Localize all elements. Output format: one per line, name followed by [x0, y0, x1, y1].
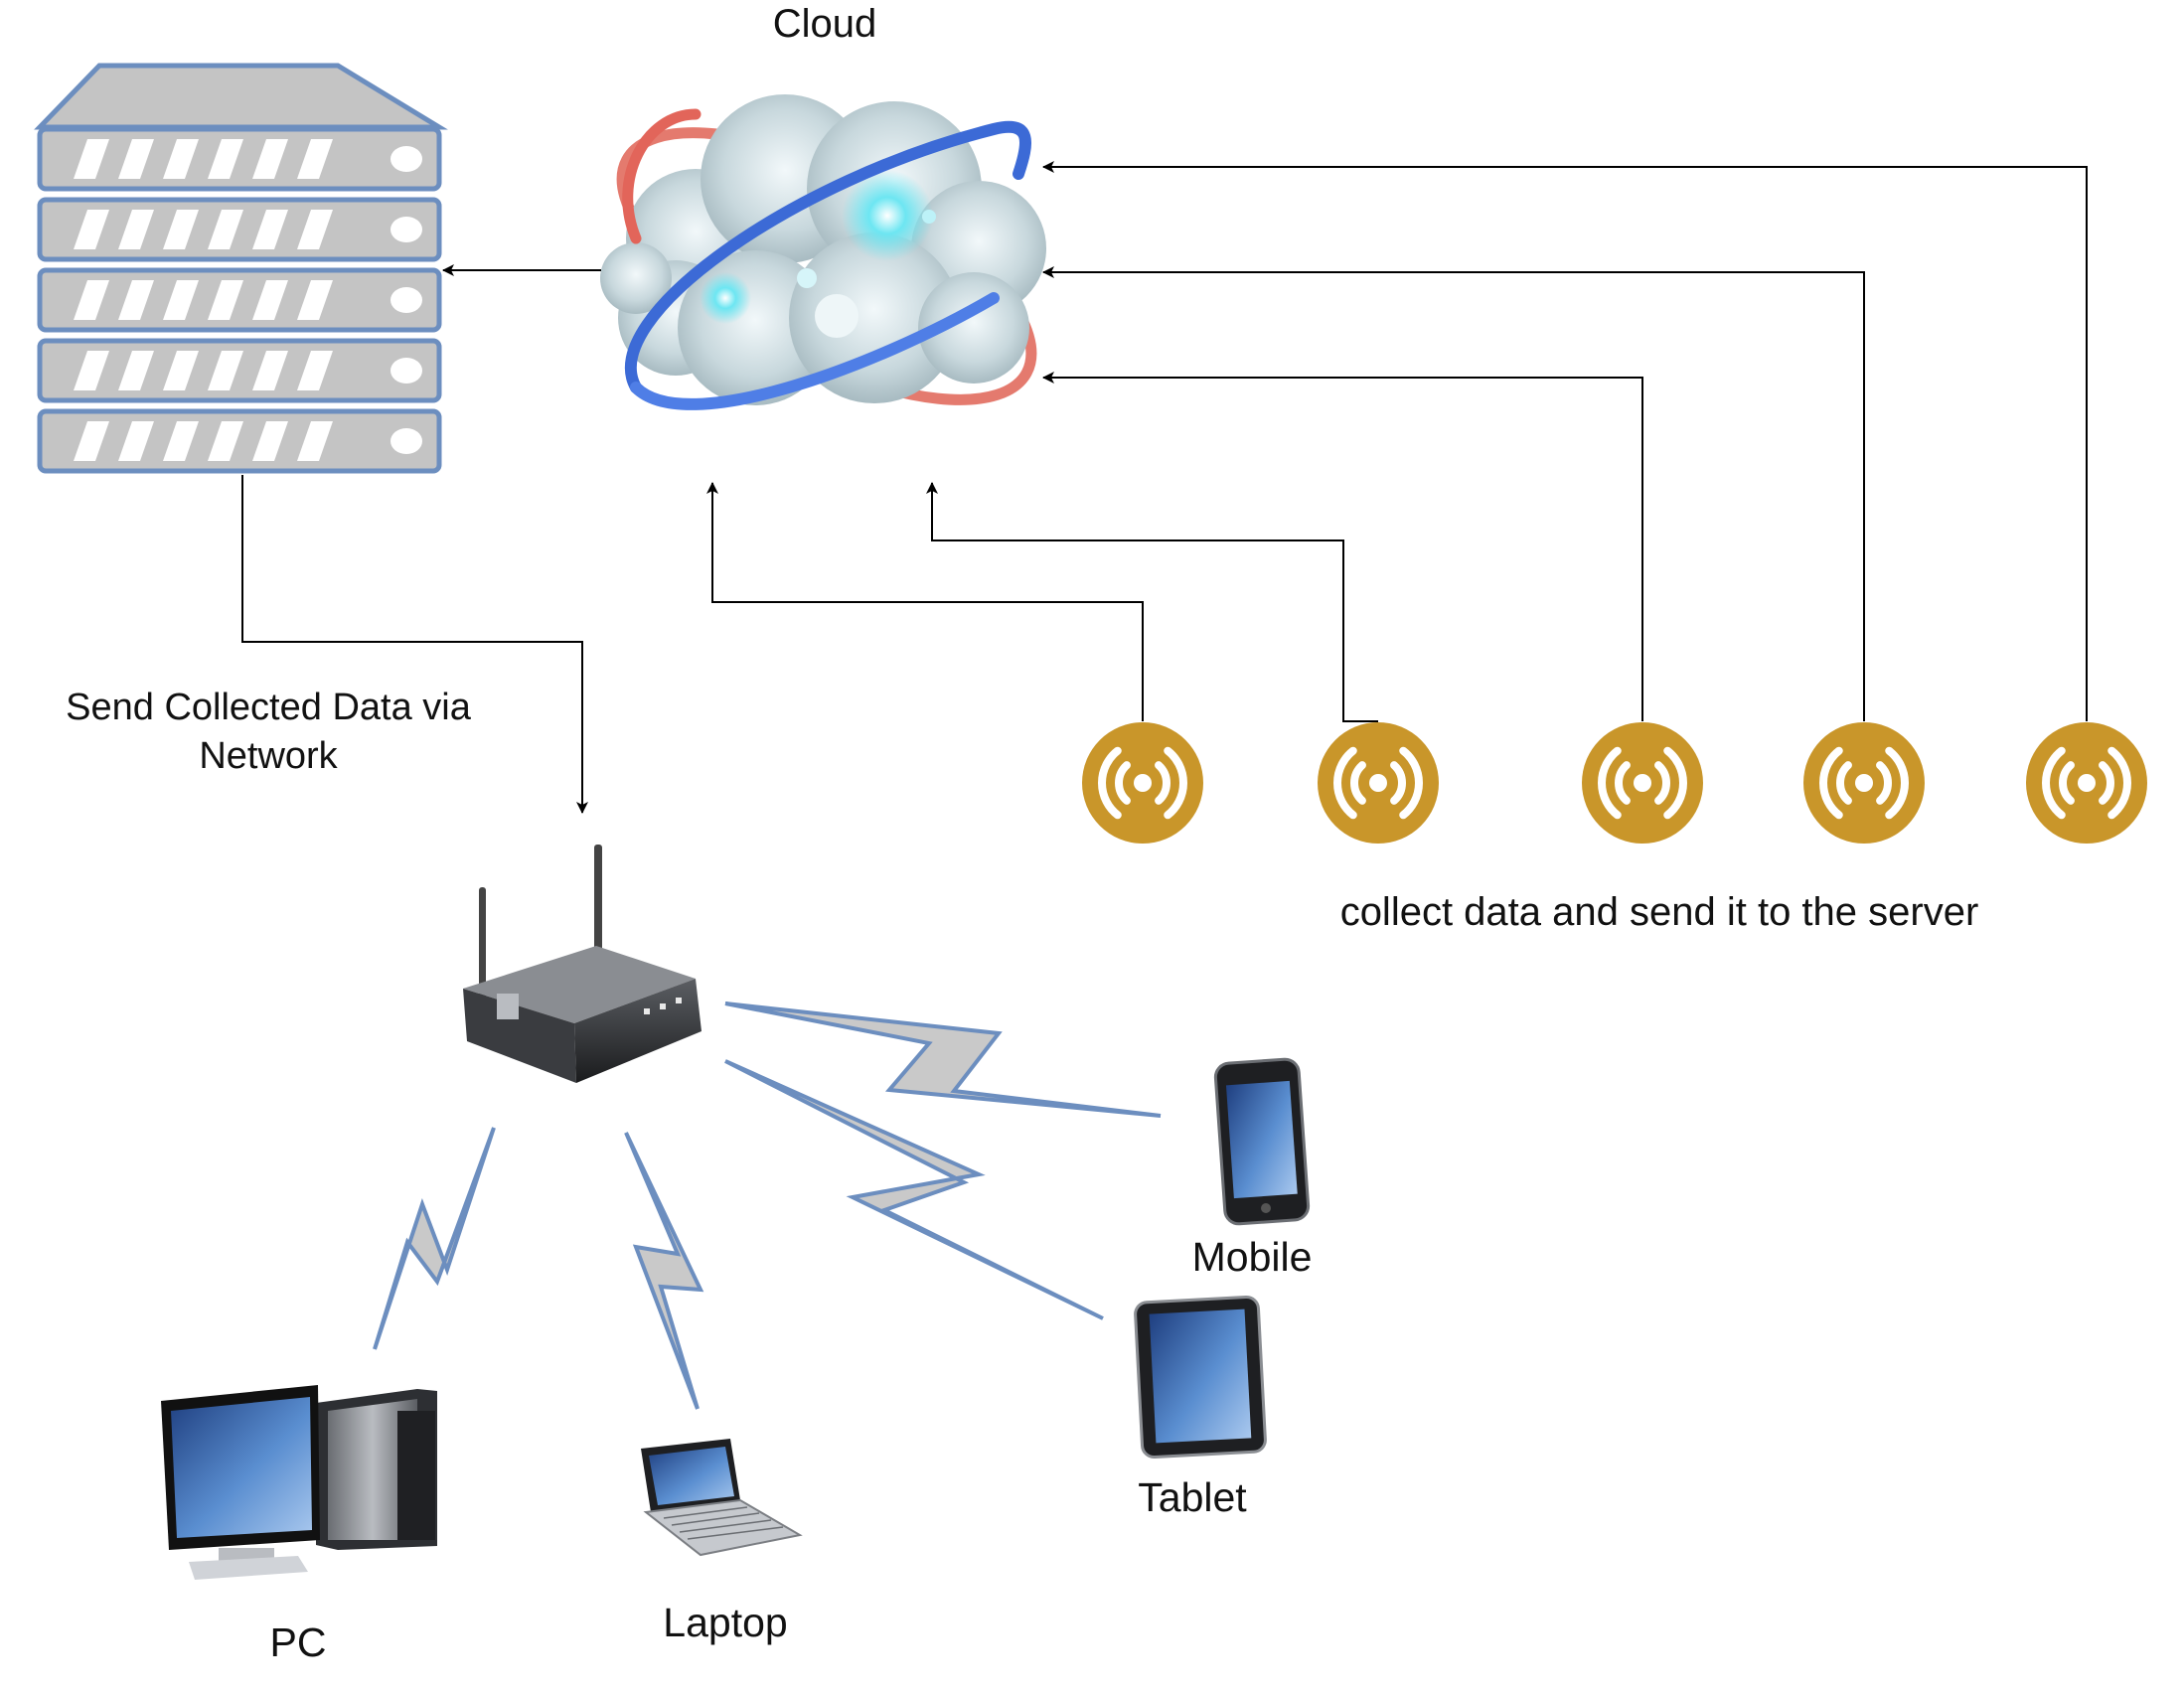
sensor-4-link	[1042, 266, 1865, 721]
wireless-router-icon	[463, 845, 702, 1083]
sensor-5-link	[1042, 161, 2088, 721]
collect-data-label: collect data and send it to the server	[1339, 890, 1979, 934]
send-collected-data-label: Send Collected Data via Network	[66, 687, 471, 777]
cloud-label: Cloud	[772, 2, 877, 46]
server-unit	[37, 267, 442, 333]
wireless-sensor-icon	[1582, 722, 1703, 844]
smartphone-icon	[1213, 1057, 1311, 1226]
pc-label: PC	[269, 1619, 327, 1665]
server-units	[37, 126, 442, 474]
lightning-bolt-tablet	[724, 1059, 1104, 1320]
server-to-router-arrow	[241, 475, 588, 814]
server-unit	[37, 338, 442, 403]
server-unit	[37, 126, 442, 192]
server-rack-icon	[34, 63, 448, 474]
wireless-sensor-icon	[1082, 722, 1203, 844]
laptop-icon	[641, 1439, 803, 1557]
lightning-bolt-pc	[373, 1127, 496, 1350]
lightning-bolt-mobile	[724, 1001, 1162, 1118]
sensor-3-link	[1042, 372, 1643, 721]
wireless-links	[373, 1001, 1162, 1410]
lightning-bolt-laptop	[624, 1132, 704, 1410]
server-unit	[37, 197, 442, 262]
desktop-pc-icon	[161, 1385, 437, 1580]
mobile-label: Mobile	[1191, 1234, 1313, 1280]
wireless-sensor-icon	[2026, 722, 2147, 844]
laptop-label: Laptop	[663, 1600, 788, 1645]
sensor-group	[1082, 722, 2147, 844]
sensor-2-link	[926, 482, 1378, 722]
connectors	[241, 161, 2088, 814]
tablet-label: Tablet	[1138, 1474, 1247, 1520]
sensor-1-link	[706, 482, 1144, 721]
cloud-icon	[600, 94, 1046, 410]
server-unit	[37, 408, 442, 474]
wireless-sensor-icon	[1318, 722, 1439, 844]
tablet-icon	[1134, 1295, 1267, 1460]
wireless-sensor-icon	[1803, 722, 1925, 844]
